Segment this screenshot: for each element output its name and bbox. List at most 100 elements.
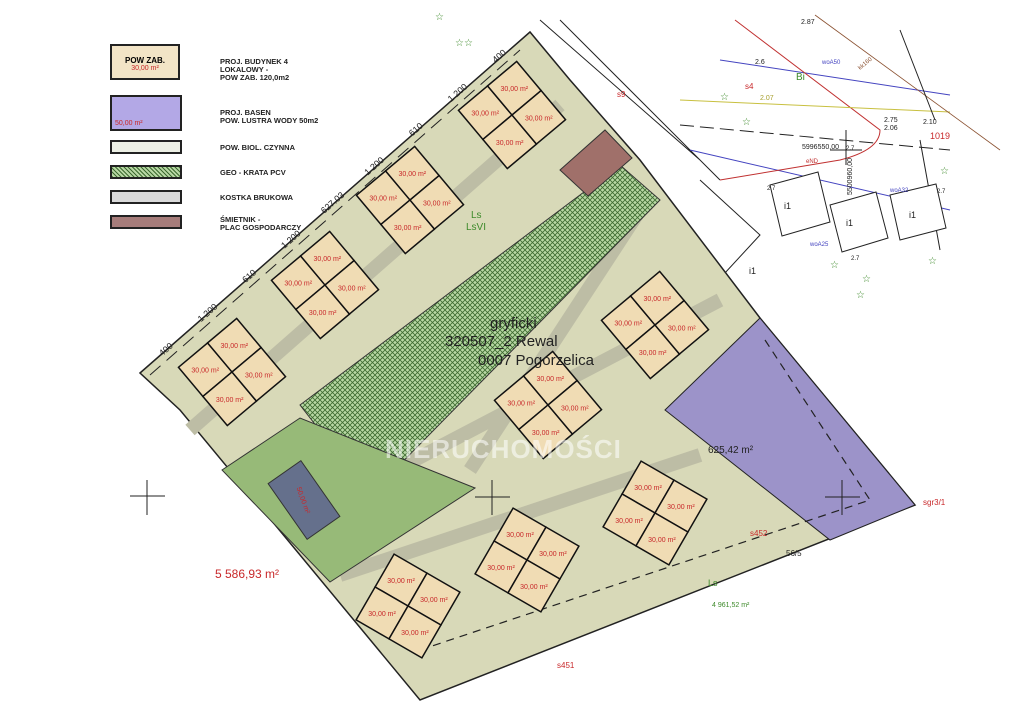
building-unit-area: 30,00 m² [369, 196, 397, 203]
label-2-75: 2.75 [884, 117, 898, 124]
building-unit-area: 30,00 m² [634, 485, 662, 492]
legend-swatch-bio [110, 140, 182, 154]
building-unit-area: 30,00 m² [507, 401, 535, 408]
label-woa25: woA25 [809, 242, 829, 248]
label-2-7d: 2.7 [937, 189, 946, 195]
tree-icon: ☆ [830, 260, 839, 271]
tree-icon: ☆☆ [455, 38, 473, 49]
waste-area [559, 129, 633, 197]
building-unit [387, 604, 442, 659]
unit-label: 320507_2 Rewal [445, 333, 558, 350]
legend-item-paving [110, 190, 182, 204]
building-unit-area: 30,00 m² [338, 285, 366, 292]
map-labels: Ls LsVI Ls s9 s4 s451 s452 56/5 sgr3/1 B… [466, 19, 950, 670]
label-kk160: kk160 [857, 56, 874, 71]
building-unit-area: 30,00 m² [221, 343, 249, 350]
building-unit-area: 30,00 m² [496, 140, 524, 147]
label-s452: s452 [750, 529, 768, 538]
legend-label-bio: POW. BIOL. CZYNNA [220, 143, 295, 152]
building-unit-area: 30,00 m² [191, 368, 219, 375]
label-end: eND [806, 159, 819, 165]
watermark: NIERUCHOMOŚCI [385, 434, 622, 464]
swatch-value: 30,00 m² [131, 65, 159, 72]
coordinate-x: 5996550,00 [802, 144, 839, 151]
building-unit [653, 299, 710, 356]
tree-icon: ☆ [435, 12, 444, 23]
label-s451: s451 [557, 661, 575, 670]
building-unit-area: 30,00 m² [368, 611, 396, 618]
purple-area-label: 625,42 m² [708, 445, 754, 456]
swatch-value: 50,00 m² [115, 120, 143, 127]
purple-area [664, 317, 916, 541]
label-i1-a: i1 [784, 201, 791, 211]
precinct-label: 0007 Pogorzelica [478, 352, 595, 369]
building-unit [510, 89, 567, 146]
survey-lines [539, 14, 1001, 301]
building-unit-area: 30,00 m² [532, 430, 560, 437]
pool: 50,00 m² [267, 459, 341, 541]
legend-label-building: PROJ. BUDYNEK 4 LOKALOWY - POW ZAB. 120,… [220, 57, 290, 82]
buildings-layer: 30,00 m² 30,00 m² 30,00 m² 30,00 m² 30,00 m²… [177, 60, 710, 659]
label-woa50: woA50 [821, 60, 841, 66]
building-unit-area: 30,00 m² [314, 256, 342, 263]
label-sgr3-1: sgr3/1 [923, 498, 946, 507]
legend-label-pool: PROJ. BASEN POW. LUSTRA WODY 50m2 [220, 108, 319, 125]
label-2-7b: 2.7 [767, 186, 776, 192]
tree-icon: ☆ [742, 117, 751, 128]
building-unit-area: 30,00 m² [423, 200, 451, 207]
building-unit-area: 30,00 m² [506, 532, 534, 539]
label-ls: Ls [471, 210, 482, 221]
tree-icon: ☆ [862, 274, 871, 285]
legend-item-pool: 50,00 m² [110, 95, 182, 131]
building-cluster: 30,00 m² 30,00 m² 30,00 m² 30,00 m² [177, 317, 287, 427]
building-unit-area: 30,00 m² [399, 171, 427, 178]
building-unit-area: 30,00 m² [309, 310, 337, 317]
legend-swatch-geo [110, 165, 182, 179]
green-area [221, 417, 477, 583]
cadastral-text: gryficki 320507_2 Rewal 0007 Pogorzelica [445, 315, 595, 369]
legend-label-waste: ŚMIETNIK - PLAC GOSPODARCZY [220, 215, 302, 232]
label-woa32: woA32 [889, 188, 909, 194]
building-unit-area: 30,00 m² [401, 630, 429, 637]
building-unit-area: 30,00 m² [245, 372, 273, 379]
parcel-total-area: 5 586,93 m² [215, 567, 279, 581]
label-2-6: 2.6 [755, 59, 765, 66]
label-2-06: 2.06 [884, 125, 898, 132]
building-unit [408, 174, 465, 231]
swatch-text: POW ZAB. [125, 56, 165, 65]
building-unit-area: 30,00 m² [501, 86, 529, 93]
label-bi: Bi [796, 72, 805, 83]
building-unit-area: 30,00 m² [644, 296, 672, 303]
label-2-87: 2.87 [801, 19, 815, 26]
building-unit [546, 379, 603, 436]
label-lsvi: LsVI [466, 222, 486, 233]
parcel-south-area: 4 961,52 m² [712, 602, 750, 609]
building-unit-area: 30,00 m² [561, 405, 589, 412]
tree-icon: ☆ [856, 290, 865, 301]
building-unit [634, 511, 689, 566]
building-unit-area: 30,00 m² [667, 504, 695, 511]
county-label: gryficki [490, 315, 537, 332]
label-2-07: 2.07 [760, 95, 774, 102]
building-unit-area: 30,00 m² [216, 397, 244, 404]
legend-item-building: POW ZAB. 30,00 m² [110, 44, 180, 80]
legend-label-geo: GEO - KRATA PCV [220, 168, 286, 177]
building-unit [506, 558, 561, 613]
label-2-7c: 2.7 [851, 256, 860, 262]
building-unit-area: 30,00 m² [648, 537, 676, 544]
building-unit-area: 30,00 m² [537, 376, 565, 383]
existing-buildings [769, 171, 947, 253]
frontage-line [149, 49, 521, 376]
tree-icon: ☆ [940, 166, 949, 177]
coordinate-y: 5500960,00 [847, 158, 854, 195]
building-unit [230, 346, 287, 403]
label-56-5: 56/5 [786, 549, 802, 558]
label-2-7a: 2.7 [846, 146, 855, 152]
building-unit-area: 30,00 m² [639, 350, 667, 357]
